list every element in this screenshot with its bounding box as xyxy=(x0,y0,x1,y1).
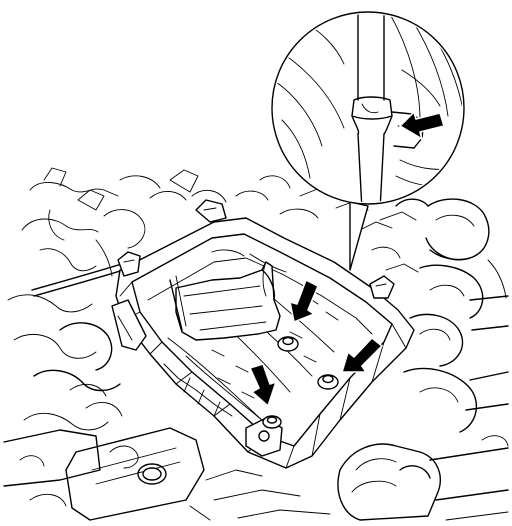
arrow-icon xyxy=(289,279,319,323)
detail-magnifier xyxy=(271,11,465,271)
mounting-bolts xyxy=(142,336,339,481)
mounting-bolt xyxy=(142,467,162,481)
arrow-icon xyxy=(341,337,383,373)
mounting-bolt xyxy=(262,415,282,429)
inlet-duct xyxy=(169,261,281,341)
air-cleaner-case xyxy=(111,199,415,469)
arrow-icon xyxy=(249,363,277,407)
mounting-bolt xyxy=(277,336,299,352)
mounting-bolt xyxy=(317,374,339,390)
callout-arrows xyxy=(249,111,445,407)
arrow-icon xyxy=(399,111,445,140)
engine-bay-background xyxy=(3,167,509,521)
